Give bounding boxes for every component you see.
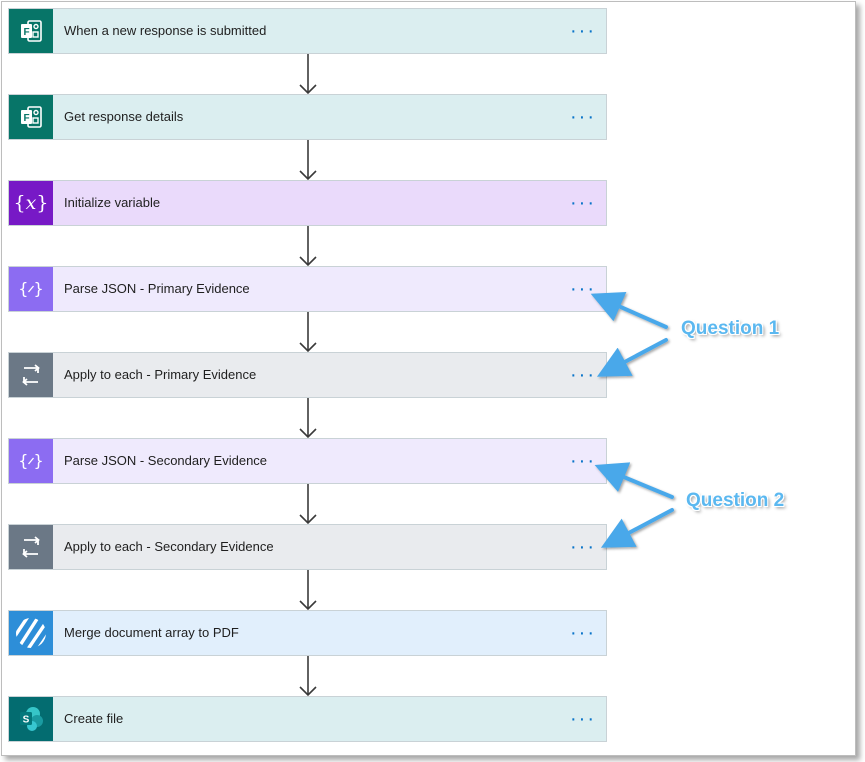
svg-text:F: F — [23, 113, 29, 124]
step-initialize-variable[interactable]: {x} Initialize variable ··· — [8, 180, 607, 226]
more-options-button[interactable]: ··· — [570, 106, 596, 128]
step-when-new-response-submitted[interactable]: F When a new response is submitted ··· — [8, 8, 607, 54]
step-parse-json-secondary[interactable]: { } Parse JSON - Secondary Evidence ··· — [8, 438, 607, 484]
svg-text:S: S — [23, 715, 30, 726]
callout-question-2: Question 2 — [686, 490, 785, 511]
step-label: Apply to each - Primary Evidence — [64, 367, 257, 382]
step-label: Parse JSON - Secondary Evidence — [64, 453, 268, 468]
more-options-button[interactable]: ··· — [570, 708, 596, 730]
more-options-button[interactable]: ··· — [570, 622, 596, 644]
variable-icon: {x} — [9, 181, 53, 225]
step-label: Create file — [64, 711, 124, 726]
step-label: When a new response is submitted — [64, 23, 267, 38]
more-options-button[interactable]: ··· — [570, 278, 596, 300]
more-options-button[interactable]: ··· — [570, 192, 596, 214]
step-apply-to-each-primary[interactable]: Apply to each - Primary Evidence ··· — [8, 352, 607, 398]
step-get-response-details[interactable]: F Get response details ··· — [8, 94, 607, 140]
step-label: Get response details — [64, 109, 184, 124]
encodian-icon — [9, 611, 53, 655]
svg-text:F: F — [23, 27, 29, 38]
sharepoint-icon: S — [9, 697, 53, 741]
step-label: Apply to each - Secondary Evidence — [64, 539, 274, 554]
step-create-file[interactable]: S Create file ··· — [8, 696, 607, 742]
callout-question-1: Question 1 — [681, 318, 780, 339]
more-options-button[interactable]: ··· — [570, 536, 596, 558]
forms-icon: F — [9, 9, 53, 53]
loop-icon — [9, 353, 53, 397]
parse-json-icon: { } — [9, 267, 53, 311]
loop-icon — [9, 525, 53, 569]
more-options-button[interactable]: ··· — [570, 450, 596, 472]
step-merge-document-array-pdf[interactable]: Merge document array to PDF ··· — [8, 610, 607, 656]
more-options-button[interactable]: ··· — [570, 20, 596, 42]
step-parse-json-primary[interactable]: { } Parse JSON - Primary Evidence ··· — [8, 266, 607, 312]
step-apply-to-each-secondary[interactable]: Apply to each - Secondary Evidence ··· — [8, 524, 607, 570]
more-options-button[interactable]: ··· — [570, 364, 596, 386]
step-label: Initialize variable — [64, 195, 161, 210]
forms-icon: F — [9, 95, 53, 139]
svg-text:{x}: {x} — [14, 192, 48, 214]
step-label: Parse JSON - Primary Evidence — [64, 281, 250, 296]
parse-json-icon: { } — [9, 439, 53, 483]
step-label: Merge document array to PDF — [64, 625, 239, 640]
